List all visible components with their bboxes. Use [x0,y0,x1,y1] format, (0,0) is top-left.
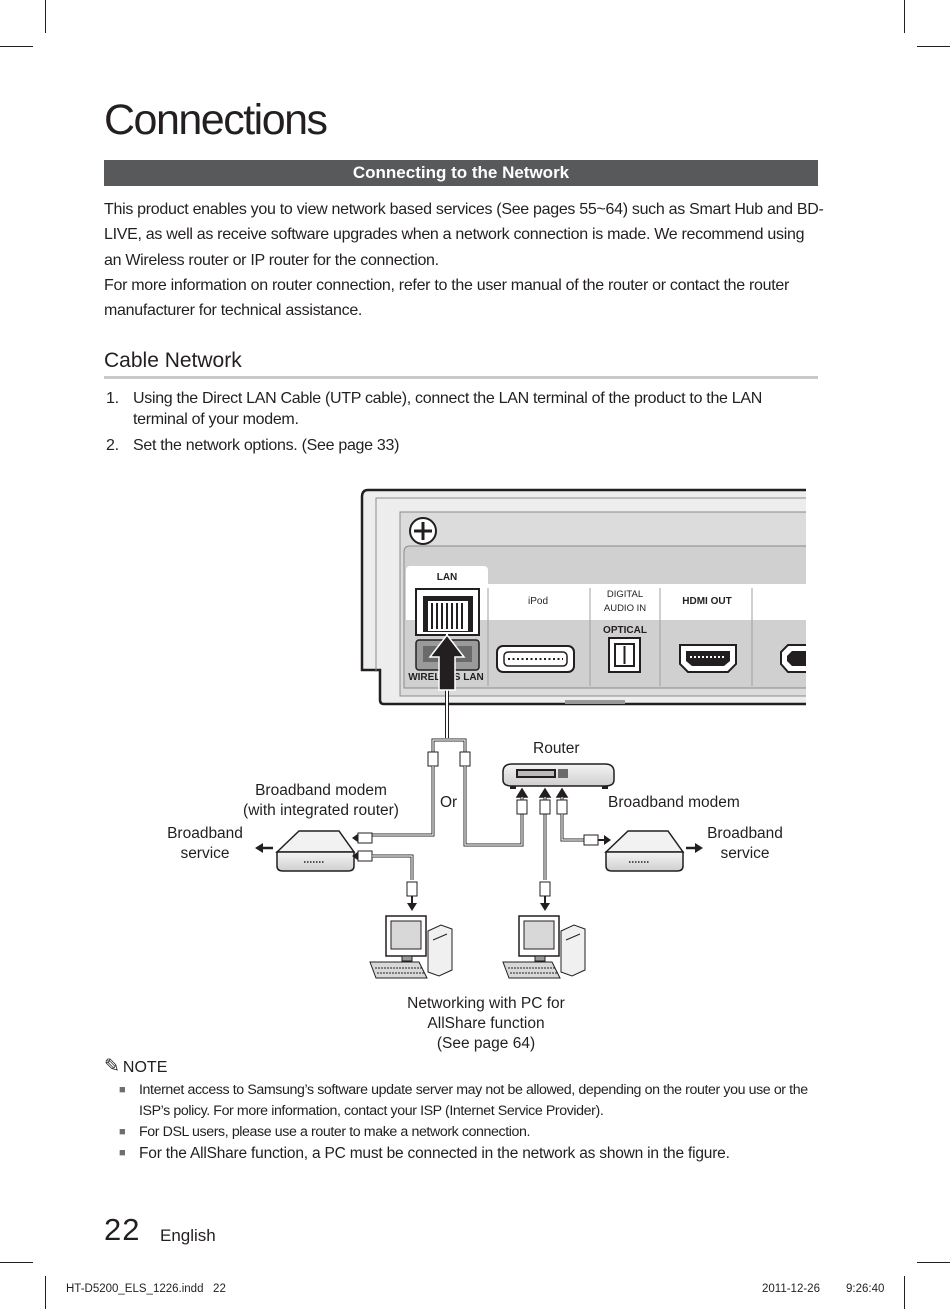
pc-caption-line: (See page 64) [436,1035,536,1052]
footer-time: 9:26:40 [846,1283,885,1295]
pc-caption: Networking with PC for AllShare function… [386,994,586,1054]
crop-mark [45,1276,46,1309]
section-title: Connecting to the Network [104,160,818,186]
square-bullet-icon: ■ [119,1147,126,1159]
crop-mark [917,1262,950,1263]
subsection-title: Cable Network [104,349,242,372]
page-language: English [160,1226,216,1245]
list-item: 1. Using the Direct LAN Cable (UTP cable)… [104,389,804,430]
broadband-service-left-label: Broadband service [160,824,250,864]
modem-router-label: Broadband modem (with integrated router) [235,781,407,821]
modem-router-device [275,830,356,872]
network-diagram: LAN iPod DIGITAL AUDIO IN OPTICAL HDMI O… [255,488,806,979]
list-item: ■ For DSL users, please use a router to m… [119,1122,819,1143]
broadband-modem-label: Broadband modem [608,794,740,811]
pc-icon [502,915,586,979]
broadband-service-line: service [180,845,230,862]
optical-label: OPTICAL [603,625,647,636]
step-number: 1. [106,390,119,407]
note-text: For the AllShare function, a PC must be … [139,1145,730,1162]
audio-in-label: AUDIO IN [604,603,646,614]
crop-mark [0,1262,33,1263]
square-bullet-icon: ■ [119,1126,126,1138]
step-number: 2. [106,437,119,454]
lan-label: LAN [437,572,458,583]
note-text: For DSL users, please use a router to ma… [139,1124,531,1140]
intro-text: This product enables you to view network… [104,197,824,323]
hdmi-out-label: HDMI OUT [682,596,731,607]
list-item: ■ Internet access to Samsung’s software u… [119,1080,819,1122]
note-heading: ✎NOTE [104,1055,167,1078]
list-item: 2. Set the network options. (See page 33) [104,436,804,457]
square-bullet-icon: ■ [119,1084,126,1096]
note-title: NOTE [122,1059,168,1076]
step-text: Using the Direct LAN Cable (UTP cable), … [133,390,763,428]
steps-list: 1. Using the Direct LAN Cable (UTP cable)… [104,389,804,463]
or-label: Or [440,794,458,811]
note-list: ■ Internet access to Samsung’s software u… [119,1080,819,1164]
broadband-service-right-label: Broadband service [700,824,790,864]
subsection-rule [104,376,818,379]
broadband-service-line: Broadband [167,825,243,842]
pc-caption-line: AllShare function [427,1015,545,1032]
crop-mark [904,1276,905,1309]
step-text: Set the network options. (See page 33) [133,437,400,454]
modem-router-label-line: (with integrated router) [243,802,399,819]
intro-paragraph: For more information on router connectio… [104,276,790,320]
router-device [502,763,615,789]
ipod-label: iPod [528,596,548,607]
crop-mark [45,0,46,33]
list-item: ■ For the AllShare function, a PC must be… [119,1143,819,1164]
lan-cable [427,633,471,767]
pencil-icon: ✎ [104,1056,120,1077]
arrow-up-icon [428,633,466,691]
rear-panel [360,488,806,706]
pc-icon [369,915,453,979]
intro-paragraph: This product enables you to view network… [104,201,824,269]
footer-date: 2011-12-26 [762,1283,820,1295]
page-title: Connections [104,96,328,144]
pc-caption-line: Networking with PC for [407,995,565,1012]
crop-mark [0,46,33,47]
broadband-service-line: service [720,845,770,862]
digital-label: DIGITAL [607,589,643,600]
broadband-service-line: Broadband [707,825,783,842]
modem-router-label-line: Broadband modem [255,782,387,799]
note-text: Internet access to Samsung’s software up… [139,1082,808,1119]
crop-mark [917,46,950,47]
router-label: Router [533,740,580,757]
broadband-modem-device [604,830,685,872]
crop-mark [904,0,905,33]
footer-file: HT-D5200_ELS_1226.indd 22 [66,1283,226,1295]
page-number: 22 [104,1212,141,1247]
